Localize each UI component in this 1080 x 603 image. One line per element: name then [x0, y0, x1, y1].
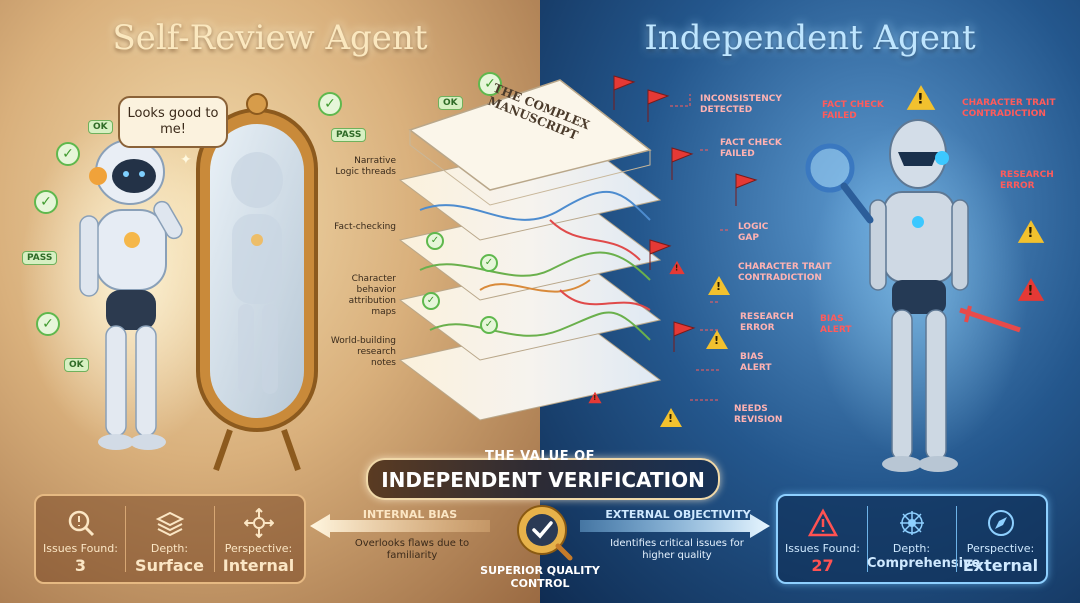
warning-icon: ! — [588, 391, 602, 404]
stat-label: Perspective: — [224, 542, 293, 555]
warning-icon: ! — [708, 276, 730, 295]
mirror-icon — [196, 93, 318, 471]
gear-check-icon — [517, 505, 567, 555]
manuscript-stack — [398, 79, 662, 421]
right-title: Independent Agent — [644, 18, 976, 58]
red-flag-icon — [647, 89, 670, 122]
check-icon: ✓ — [480, 254, 498, 272]
stat-value: Internal — [222, 556, 295, 575]
banner-subtitle: THE VALUE OF — [484, 449, 596, 464]
center-caption: SUPERIOR QUALITY CONTROL — [480, 564, 600, 590]
verification-banner — [366, 458, 720, 500]
warning-icon: ! — [706, 330, 728, 349]
issue-label: CHARACTER TRAIT CONTRADICTION — [738, 262, 832, 283]
layer-label: Character behavior attribution maps — [348, 274, 396, 317]
flag-markers — [613, 75, 758, 401]
warning-icon: ! — [660, 408, 682, 427]
check-icon: ✓ — [478, 72, 502, 96]
issue-label: RESEARCH ERROR — [740, 312, 794, 333]
issue-label: INCONSISTENCY DETECTED — [700, 94, 782, 115]
right-arrow-label: EXTERNAL OBJECTIVITY — [605, 508, 751, 521]
check-icon: ✓ — [318, 92, 342, 116]
stat-label: Depth: — [892, 542, 931, 555]
issue-label: BIAS ALERT — [820, 314, 852, 335]
warning-icon: ! — [1017, 278, 1045, 301]
self-review-scene — [20, 93, 318, 471]
red-flag-icon — [671, 147, 694, 180]
stat-value: External — [962, 556, 1039, 575]
alert-triangle-icon — [808, 508, 838, 537]
red-flag-icon — [673, 321, 696, 352]
stat-value: 27 — [811, 556, 834, 575]
move-arrows-icon — [244, 508, 274, 538]
check-icon: ✓ — [36, 312, 60, 336]
stat-value: Comprehensive — [867, 556, 981, 571]
left-arrow-description: Overlooks flaws due to familiarity — [354, 538, 470, 561]
magnifying-glass-icon — [805, 143, 874, 224]
check-icon: ✓ — [426, 232, 444, 250]
stat-label: Issues Found: — [43, 542, 118, 555]
warning-icon: ! — [1017, 220, 1045, 243]
issue-label: FACT CHECK FAILED — [822, 100, 884, 121]
stat-issues-found: Issues Found: 27 — [778, 496, 867, 582]
banner-title: INDEPENDENT VERIFICATION — [381, 468, 705, 492]
layers-icon — [155, 511, 185, 537]
stat-depth: Depth: Surface — [125, 496, 214, 582]
layer-label: Fact-checking — [334, 222, 396, 232]
stat-depth: Depth: Comprehensive — [867, 496, 981, 582]
red-flag-icon — [735, 173, 758, 206]
independent-robot-icon — [869, 119, 969, 472]
red-flag-icon — [613, 75, 636, 110]
network-icon — [900, 511, 924, 535]
right-arrow-icon — [580, 514, 770, 538]
ok-badge: OK — [438, 96, 463, 110]
stat-label: Issues Found: — [785, 542, 860, 555]
ok-badge: OK — [64, 358, 89, 372]
thread-lines — [419, 191, 651, 341]
stat-label: Perspective: — [966, 542, 1035, 555]
search-icon — [68, 510, 95, 537]
left-arrow-label: INTERNAL BIAS — [362, 508, 458, 521]
warning-icon: ! — [906, 85, 936, 110]
issue-label: RESEARCH ERROR — [1000, 170, 1054, 191]
stat-label: Depth: — [150, 542, 189, 555]
quality-emblem — [517, 505, 573, 561]
pass-badge: PASS — [22, 251, 58, 265]
check-icon: ✓ — [56, 142, 80, 166]
issue-label: FACT CHECK FAILED — [720, 138, 782, 159]
ok-badge: OK — [88, 120, 113, 134]
self-review-robot-icon — [79, 139, 183, 450]
speech-bubble: Looks good to me! — [118, 96, 228, 148]
check-icon: ✓ — [422, 292, 440, 310]
warning-icon: ! — [669, 260, 685, 275]
caliper-icon — [959, 305, 1021, 333]
stat-value: Surface — [135, 556, 204, 575]
independent-scene — [805, 119, 1028, 472]
self-review-stats: Issues Found: 3 Depth: Surface Perspecti… — [34, 494, 306, 584]
pass-badge: PASS — [331, 128, 367, 142]
red-flag-icon — [649, 239, 672, 270]
stat-perspective: Perspective: Internal — [214, 496, 303, 582]
check-icon: ✓ — [480, 316, 498, 334]
comparison-arrows — [310, 514, 770, 538]
stat-perspective: Perspective: External — [956, 496, 1045, 582]
independent-stats: Issues Found: 27 Depth: Comprehensive Pe… — [776, 494, 1048, 584]
layer-label: World-building research notes — [330, 336, 396, 368]
stat-issues-found: Issues Found: 3 — [36, 496, 125, 582]
stat-value: 3 — [74, 556, 87, 575]
right-arrow-description: Identifies critical issues for higher qu… — [610, 538, 744, 561]
check-icon: ✓ — [34, 190, 58, 214]
issue-label: BIAS ALERT — [740, 352, 772, 373]
magnifier-handle-icon — [555, 543, 573, 561]
issue-label: CHARACTER TRAIT CONTRADICTION — [962, 98, 1056, 119]
manuscript-layers — [398, 79, 662, 421]
compass-icon — [988, 510, 1014, 536]
layer-label: Narrative Logic threads — [335, 156, 396, 177]
issue-label: NEEDS REVISION — [734, 404, 783, 425]
issue-label: LOGIC GAP — [738, 222, 769, 243]
left-title: Self-Review Agent — [112, 18, 428, 58]
left-arrow-icon — [310, 514, 490, 538]
sparkle-icon: ✦ — [180, 152, 192, 168]
